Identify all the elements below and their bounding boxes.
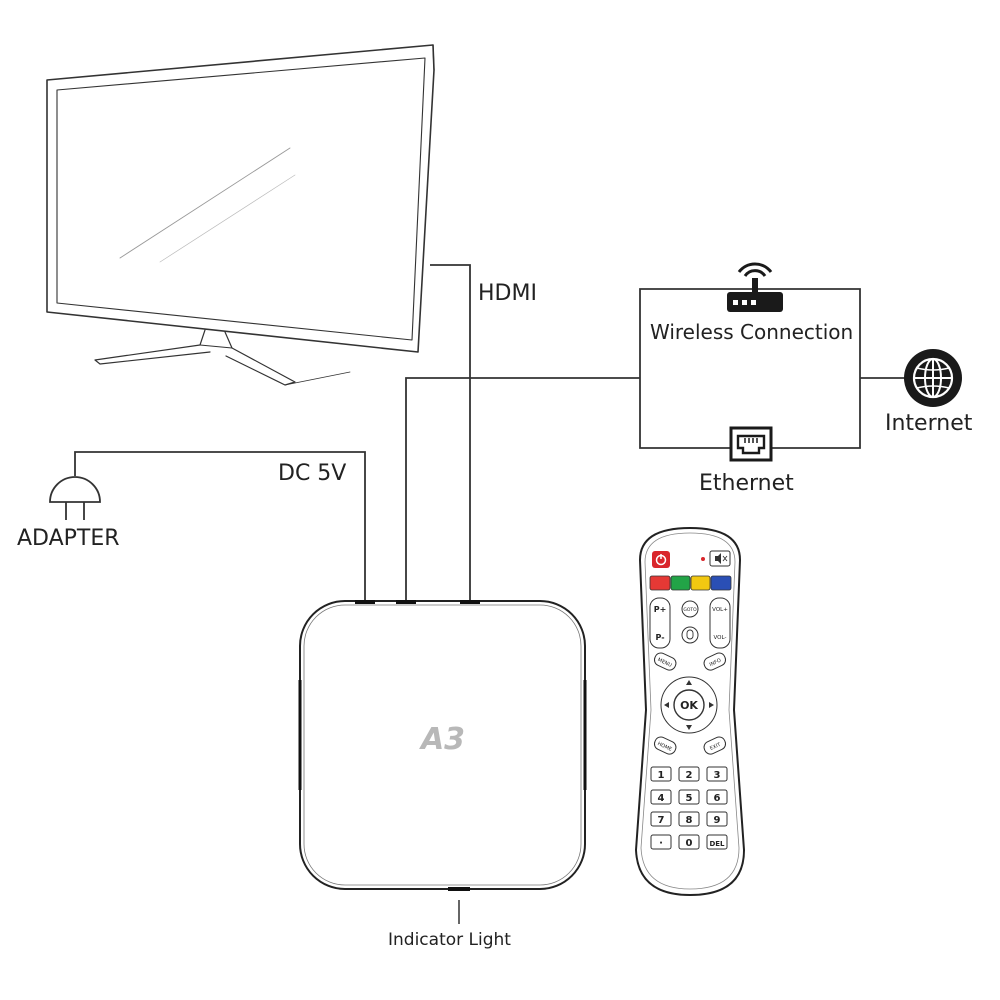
remote-key-8: [678, 811, 700, 827]
remote-key-del-label: DEL: [709, 840, 725, 848]
network-line: [405, 377, 640, 602]
mouse-icon: [686, 629, 694, 640]
dpad-left-icon: [664, 702, 669, 708]
remote-vol-plus-label: VOL+: [712, 607, 728, 613]
remote-vol-minus-label: VOL-: [714, 635, 727, 641]
remote-key-0-label: 0: [686, 838, 693, 849]
internet-label: Internet: [885, 411, 973, 436]
ethernet-label: Ethernet: [699, 471, 794, 496]
tv-icon: [46, 44, 435, 386]
dc-power-label: DC 5V: [278, 461, 347, 486]
remote-goto-label: GOTO: [683, 607, 697, 613]
remote-blue-button: [710, 575, 732, 591]
remote-p-minus-label: P-: [655, 633, 664, 642]
remote-info-label: INFO: [709, 658, 722, 669]
remote-key-5-label: 5: [686, 793, 693, 804]
ethernet-port-icon: [729, 426, 773, 462]
remote-key-9: [706, 811, 728, 827]
remote-key-8-label: 8: [686, 815, 693, 826]
remote-channel-rocker: [649, 597, 671, 649]
remote-key-dot-label: ·: [659, 838, 663, 849]
box-brand-logo: A3: [419, 722, 465, 757]
remote-red-button: [649, 575, 671, 591]
remote-key-7: [650, 811, 672, 827]
dc-line: [74, 451, 366, 602]
remote-yellow-button: [690, 575, 711, 591]
dpad-down-icon: [686, 725, 692, 730]
remote-led: [701, 557, 705, 561]
remote-exit-button: [703, 736, 727, 755]
remote-control: P+ P- VOL+ VOL- GOTO MENU INFO OK: [634, 526, 746, 897]
remote-goto-button: [681, 600, 699, 618]
remote-key-4-label: 4: [658, 793, 665, 804]
remote-info-button: [703, 652, 727, 671]
remote-key-5: [678, 789, 700, 805]
remote-keypad: 1 2 3 4 5 6 7 8 9 · 0 DEL: [650, 766, 728, 850]
remote-key-2-label: 2: [686, 770, 693, 781]
remote-key-3: [706, 766, 728, 782]
remote-ok-button: [673, 689, 705, 721]
remote-ok-label: OK: [680, 699, 698, 712]
hdmi-line: [430, 264, 471, 602]
router-icon: [727, 262, 783, 312]
hdmi-label: HDMI: [478, 281, 537, 306]
remote-key-0: [678, 834, 700, 850]
remote-exit-label: EXIT: [709, 741, 722, 752]
remote-key-3-label: 3: [714, 770, 721, 781]
remote-key-del: [706, 834, 728, 850]
tv-box-device: A3: [298, 600, 587, 891]
remote-p-plus-label: P+: [654, 605, 667, 614]
remote-volume-rocker: [709, 597, 731, 649]
remote-key-4: [650, 789, 672, 805]
remote-key-1: [650, 766, 672, 782]
remote-key-dot: [650, 834, 672, 850]
remote-power-button: [652, 551, 670, 568]
indicator-light-label: Indicator Light: [388, 930, 511, 950]
dpad-right-icon: [709, 702, 714, 708]
remote-menu-button: [653, 652, 677, 671]
remote-key-1-label: 1: [658, 770, 665, 781]
wireless-branch: [639, 288, 861, 378]
remote-key-6: [706, 789, 728, 805]
remote-green-button: [670, 575, 691, 591]
remote-key-7-label: 7: [658, 815, 665, 826]
remote-key-2: [678, 766, 700, 782]
dpad-up-icon: [686, 680, 692, 685]
remote-menu-label: MENU: [657, 657, 673, 669]
remote-home-label: HOME: [656, 741, 672, 753]
remote-home-button: [653, 736, 677, 755]
remote-key-9-label: 9: [714, 815, 721, 826]
globe-icon: [904, 349, 962, 407]
adapter-label: ADAPTER: [17, 526, 120, 551]
remote-key-6-label: 6: [714, 793, 721, 804]
wireless-connection-label: Wireless Connection: [650, 320, 854, 344]
remote-mouse-button: [681, 626, 699, 644]
power-plug-icon: [49, 476, 101, 520]
